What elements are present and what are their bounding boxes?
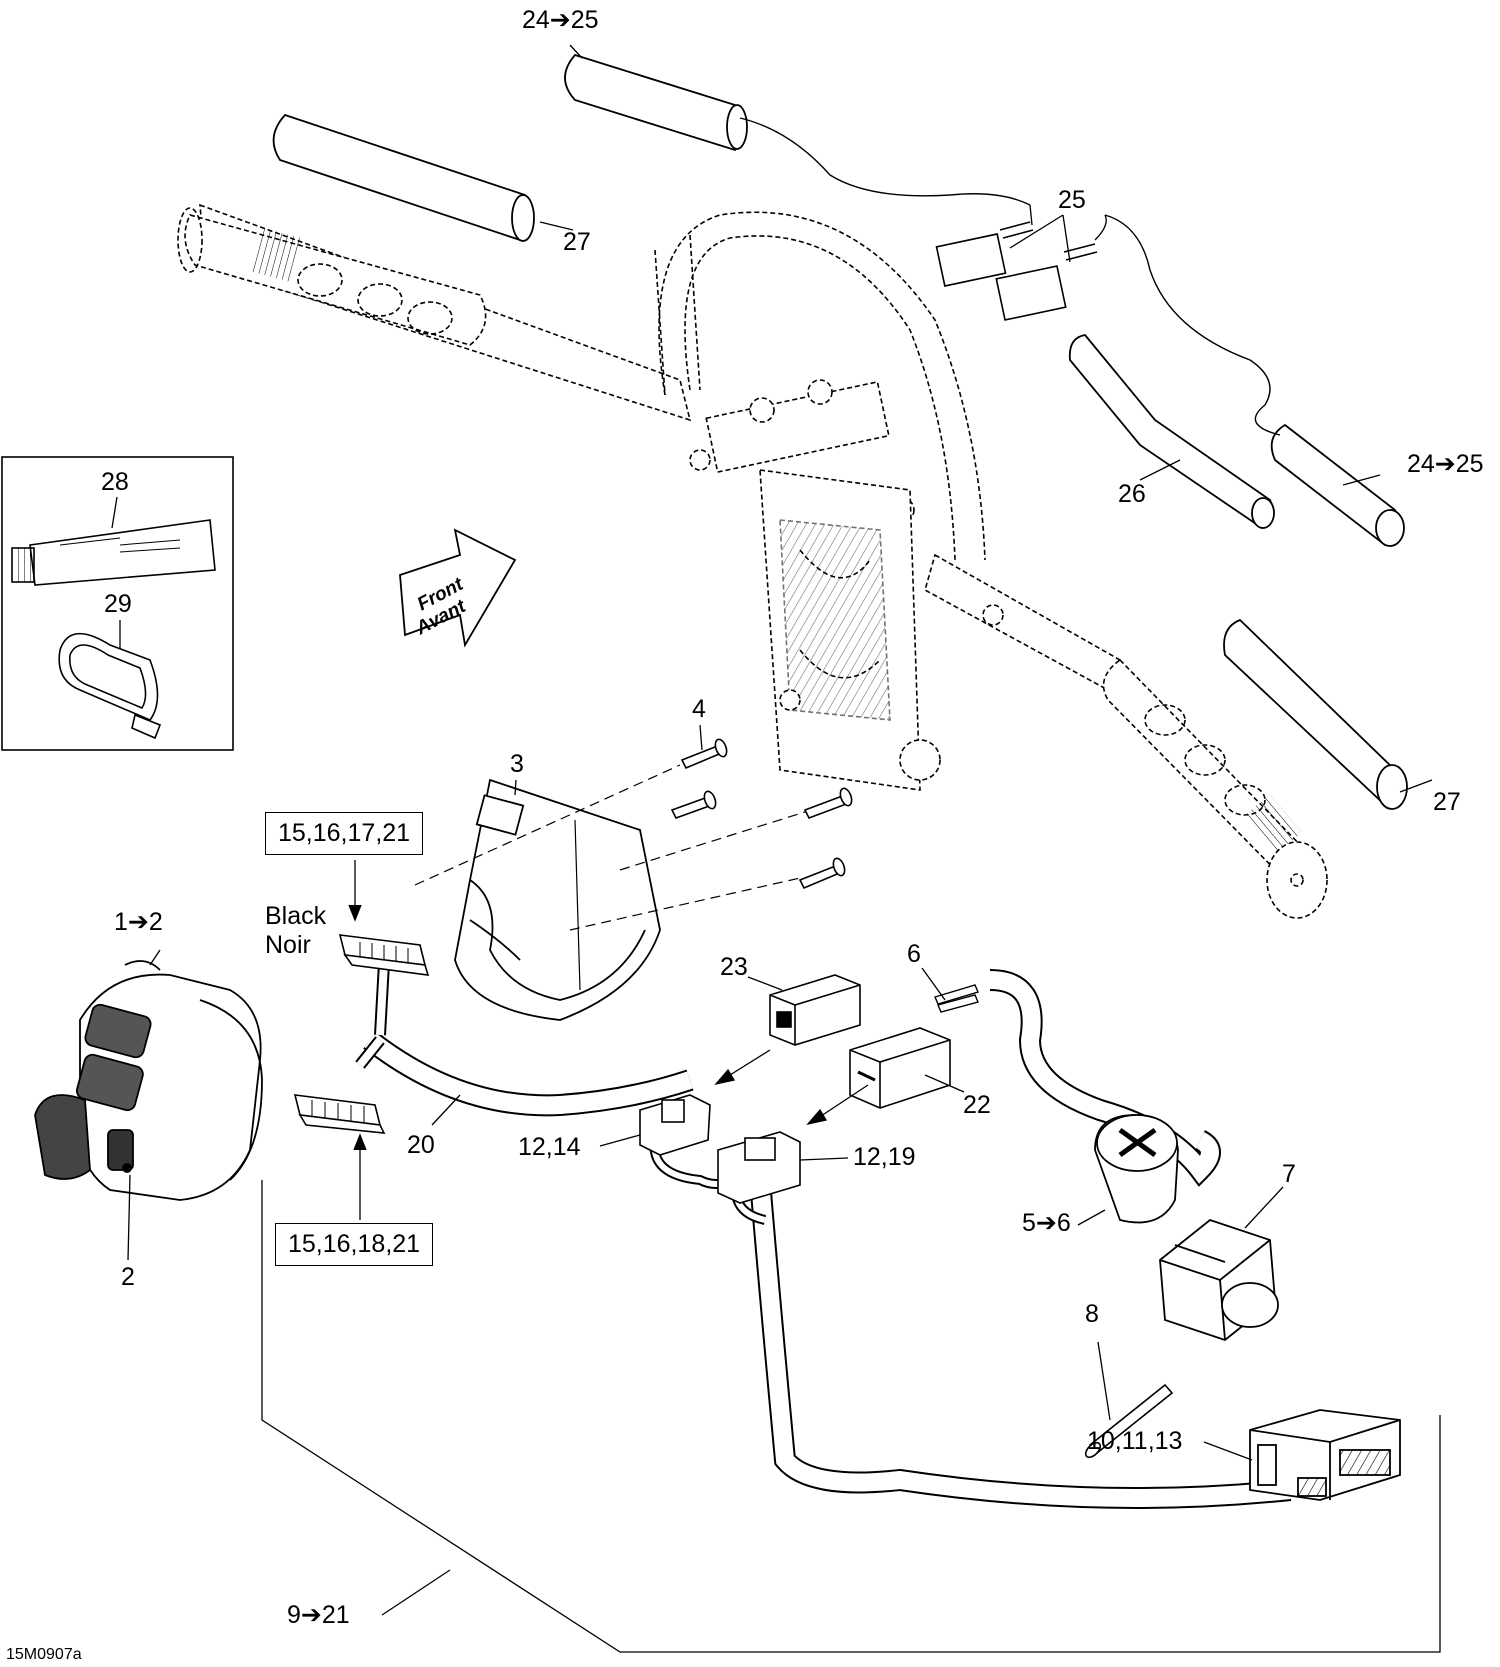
heater-connectors bbox=[935, 204, 1107, 321]
switch-housing bbox=[454, 778, 661, 1021]
grip-sleeve-right bbox=[1223, 618, 1408, 810]
callout-23: 23 bbox=[720, 953, 748, 981]
cable-tie-icon bbox=[58, 632, 162, 740]
connector-color-en: Black bbox=[265, 902, 327, 930]
terminals-6 bbox=[934, 984, 979, 1013]
callout-12-19: 12,19 bbox=[853, 1143, 916, 1171]
heater-element-bar bbox=[1068, 334, 1275, 530]
figure-reference: 15M0907a bbox=[6, 1646, 82, 1663]
handlebar-switch bbox=[34, 960, 263, 1201]
connector-23 bbox=[769, 974, 861, 1046]
callout-9-21: 9➔21 bbox=[287, 1601, 350, 1629]
callout-24-25-top: 24➔25 bbox=[522, 6, 599, 34]
assembly-lines bbox=[414, 764, 806, 931]
switch-cap bbox=[1159, 1218, 1279, 1342]
callout-27-top: 27 bbox=[563, 228, 591, 256]
callout-22: 22 bbox=[963, 1091, 991, 1119]
boxed-label-15-16-18-21: 15,16,18,21 bbox=[275, 1223, 434, 1266]
pin bbox=[1084, 1383, 1174, 1459]
leader-lines bbox=[111, 44, 1441, 1653]
callout-28: 28 bbox=[101, 468, 129, 496]
sealant-inset-box bbox=[1, 456, 234, 751]
sealant-tube-icon bbox=[11, 519, 216, 586]
connector-bottom bbox=[293, 1094, 386, 1134]
connector-12-14 bbox=[639, 1094, 711, 1156]
handlebar-assembly bbox=[177, 203, 1328, 919]
connector-10-11-13 bbox=[1249, 1409, 1401, 1501]
front-arrow-icon bbox=[399, 528, 517, 648]
callout-3: 3 bbox=[510, 750, 524, 778]
callout-1-2: 1➔2 bbox=[114, 908, 163, 936]
callout-5-6: 5➔6 bbox=[1022, 1209, 1071, 1237]
callout-27-right: 27 bbox=[1433, 788, 1461, 816]
callout-12-14: 12,14 bbox=[518, 1133, 581, 1161]
grip-heater-top bbox=[564, 53, 1031, 206]
connector-black bbox=[338, 934, 430, 976]
callout-2: 2 bbox=[121, 1263, 135, 1291]
callout-8: 8 bbox=[1085, 1300, 1099, 1328]
connector-22 bbox=[849, 1027, 951, 1109]
callout-7: 7 bbox=[1282, 1160, 1296, 1188]
boxed-label-15-16-17-21: 15,16,17,21 bbox=[265, 812, 424, 855]
key-switch bbox=[1094, 1114, 1179, 1224]
connector-12-19 bbox=[717, 1131, 801, 1204]
callout-26: 26 bbox=[1118, 480, 1146, 508]
callout-25: 25 bbox=[1058, 186, 1086, 214]
grip-heater-right bbox=[1104, 214, 1405, 547]
callout-24-25-right: 24➔25 bbox=[1407, 450, 1484, 478]
callout-4: 4 bbox=[692, 695, 706, 723]
connector-color-fr: Noir bbox=[265, 931, 311, 959]
callout-10-11-13: 10,11,13 bbox=[1087, 1427, 1183, 1455]
callout-6: 6 bbox=[907, 940, 921, 968]
callout-20: 20 bbox=[407, 1131, 435, 1159]
screws bbox=[670, 738, 853, 890]
callout-29: 29 bbox=[104, 590, 132, 618]
grip-sleeve-left bbox=[272, 113, 535, 242]
